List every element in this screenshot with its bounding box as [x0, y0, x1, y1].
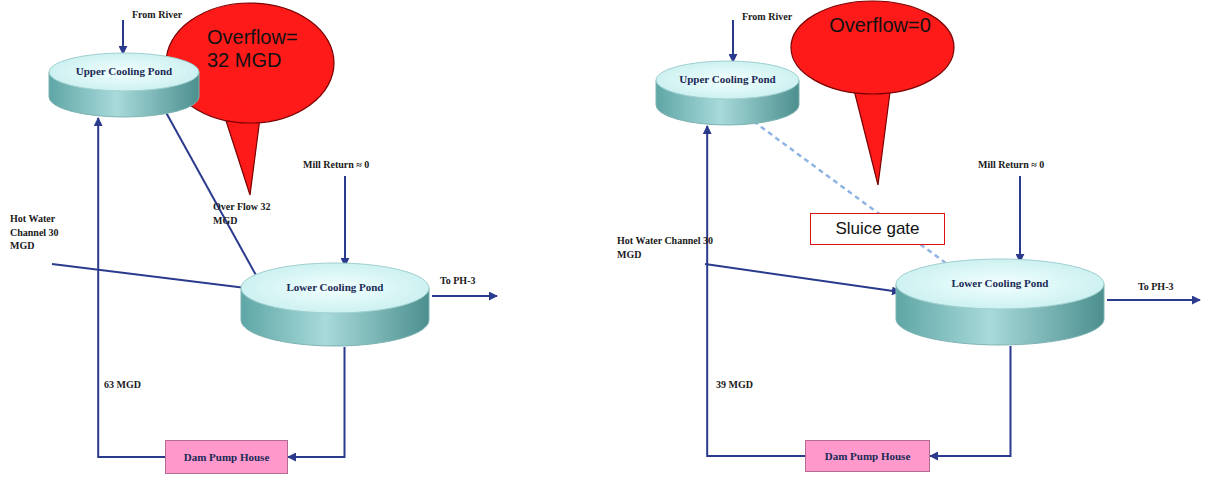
mill-return-flow: [344, 176, 346, 266]
flow-label: Hot Water Channel 30 MGD: [617, 234, 721, 261]
hot-water-flow: [705, 264, 900, 292]
pond-cylinder: [655, 60, 800, 126]
flow-label: To PH-3: [440, 274, 500, 288]
flow-label: From River: [742, 10, 832, 24]
cooling-pond: Lower Cooling Pond: [240, 262, 430, 347]
mill-return-flow: [1019, 176, 1021, 262]
outflow-ph3: [432, 295, 497, 297]
flow-label: To PH-3: [1138, 280, 1198, 294]
flow-rate-label: 63 MGD: [104, 378, 164, 392]
callout-text: Overflow= 32 MGD: [207, 26, 315, 72]
cooling-pond: Lower Cooling Pond: [895, 258, 1105, 346]
gated-flow-line: [754, 121, 975, 284]
node-label: Dam Pump House: [184, 451, 270, 463]
flow-label: Mill Return ≈ 0: [978, 158, 1088, 172]
pump-house-box: Dam Pump House: [165, 440, 288, 474]
hot-water-flow: [52, 264, 262, 290]
callout-bubble: Overflow=0: [790, 0, 955, 95]
pump-house-box: Dam Pump House: [805, 440, 930, 472]
node-label: Sluice gate: [835, 219, 919, 239]
node-label: Upper Cooling Pond: [655, 60, 800, 85]
gate-label-box: Sluice gate: [810, 213, 945, 245]
flow-label: Hot Water Channel 30 MGD: [10, 212, 68, 253]
node-label: Dam Pump House: [825, 450, 911, 462]
flow-rate-label: 39 MGD: [716, 378, 776, 392]
flow-connector: [288, 347, 345, 457]
flow-connector: [930, 346, 1011, 456]
cooling-pond: Upper Cooling Pond: [48, 52, 200, 118]
pond-cylinder: [895, 258, 1105, 346]
flow-connector: [98, 118, 165, 457]
callout-text: Overflow=0: [820, 14, 940, 37]
flow-label: Mill Return ≈ 0: [303, 158, 413, 172]
flow-connector: [707, 126, 805, 456]
pond-cylinder: [240, 262, 430, 347]
cooling-pond: Upper Cooling Pond: [655, 60, 800, 126]
flow-label: From River: [132, 8, 222, 22]
pond-cylinder: [48, 52, 200, 118]
river-inflow: [122, 20, 124, 54]
node-label: Lower Cooling Pond: [895, 258, 1105, 289]
outflow-ph3: [1107, 299, 1200, 301]
node-label: Upper Cooling Pond: [48, 52, 200, 77]
node-label: Lower Cooling Pond: [240, 262, 430, 293]
river-inflow: [732, 20, 734, 62]
flow-rate-label: Over Flow 32 MGD: [213, 200, 273, 227]
